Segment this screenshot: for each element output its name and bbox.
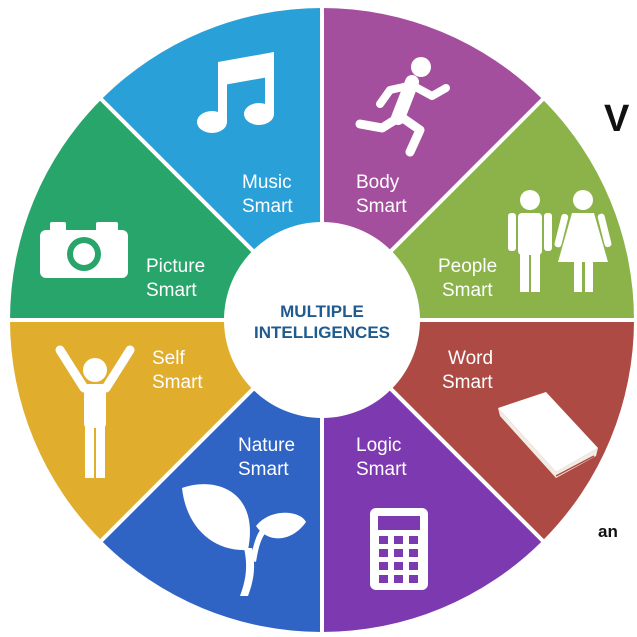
camera-icon [40,222,128,278]
calculator-icon [370,508,428,590]
book-icon [498,392,598,487]
segment-label-self-line1: Self [152,348,185,369]
segment-label-body-line1: Body [356,172,400,193]
segment-label-picture-line1: Picture [146,256,205,277]
segment-label-logic-line1: Logic [356,435,401,456]
people-icon [508,190,612,292]
center-title-line1: MULTIPLE [280,302,364,321]
segment-label-word-line2: Smart [442,372,493,393]
segment-label-nature-line2: Smart [238,459,289,480]
segment-label-word-line1: Word [448,348,493,369]
segment-label-people-line1: People [438,256,497,277]
person-arms-raised-icon [55,345,135,478]
side-text-fragment: an [598,522,618,541]
segment-label-body-line2: Smart [356,196,407,217]
running-person-icon [355,57,450,157]
center-hub [224,222,420,418]
segment-label-logic-line2: Smart [356,459,407,480]
segment-label-nature-line1: Nature [238,435,295,456]
segment-label-music-line2: Smart [242,196,293,217]
music-note-icon [197,52,274,133]
segment-label-music-line1: Music [242,172,292,193]
center-title-line2: INTELLIGENCES [254,323,390,342]
side-heading-fragment: V [604,98,630,140]
leaf-sprout-icon [182,484,306,596]
segment-label-people-line2: Smart [442,280,493,301]
segment-label-picture-line2: Smart [146,280,197,301]
segment-label-self-line2: Smart [152,372,203,393]
